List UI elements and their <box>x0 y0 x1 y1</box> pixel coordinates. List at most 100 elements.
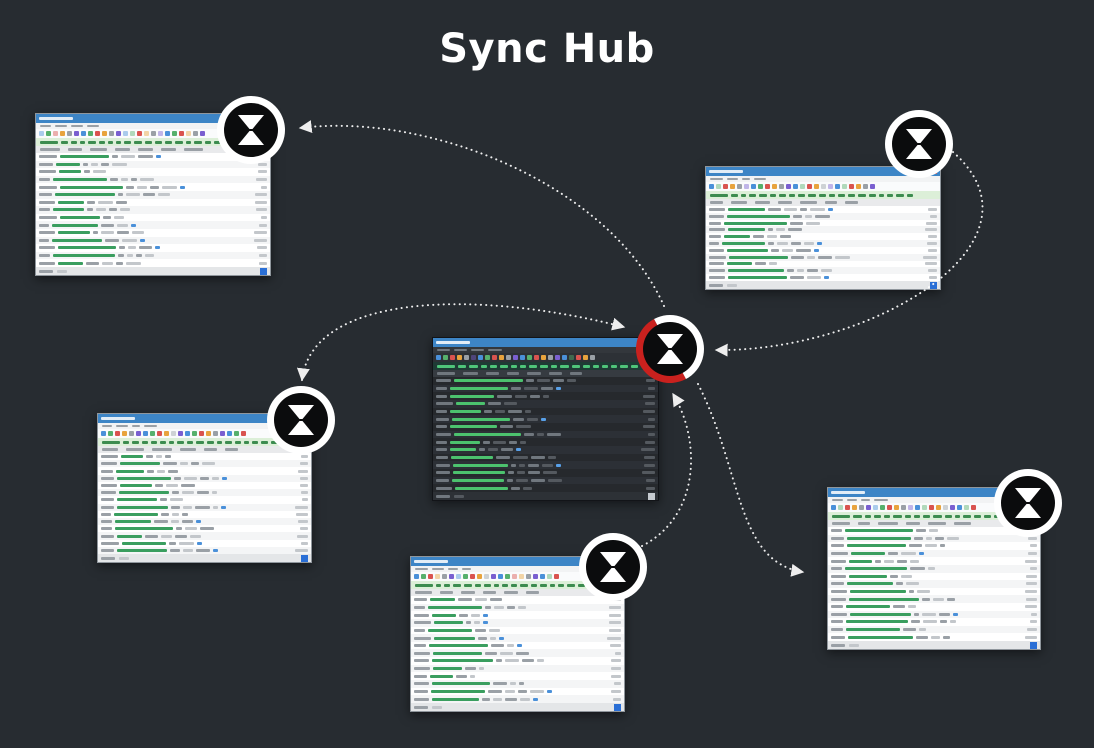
toolbar-icon <box>227 431 232 436</box>
text-bar <box>874 514 881 518</box>
text-bar <box>646 486 655 490</box>
text-bar <box>214 140 222 144</box>
text-bar <box>511 387 521 390</box>
text-bar <box>436 425 447 429</box>
menu-item <box>727 178 738 180</box>
text-bar <box>1027 628 1037 632</box>
text-bar <box>831 612 847 616</box>
text-bar <box>177 440 184 444</box>
menu-item <box>488 349 502 351</box>
filter-banner <box>411 581 624 589</box>
file-row <box>828 595 1040 603</box>
toolbar-icon <box>39 131 44 136</box>
text-bar <box>776 228 785 232</box>
file-row <box>36 175 270 184</box>
text-bar <box>256 178 267 182</box>
text-bar <box>180 462 188 466</box>
toolbar-icon <box>485 355 490 360</box>
text-bar <box>454 494 464 498</box>
text-bar <box>1025 559 1037 563</box>
text-bar <box>907 193 913 197</box>
file-row <box>36 160 270 169</box>
toolbar-icon <box>95 131 100 136</box>
text-bar <box>256 208 267 212</box>
text-bar <box>221 505 226 509</box>
text-bar <box>523 486 532 490</box>
text-bar <box>298 520 308 524</box>
text-bar <box>1026 574 1037 578</box>
toolbar-icon <box>793 184 798 189</box>
titlebar <box>433 338 658 347</box>
text-bar <box>610 644 621 648</box>
text-bar <box>257 246 267 250</box>
toolbar-icon <box>828 184 833 189</box>
text-bar <box>191 462 199 466</box>
text-bar <box>831 582 844 586</box>
text-bar <box>136 254 142 258</box>
toolbar-icon <box>541 355 546 360</box>
text-bar <box>607 636 621 640</box>
toolbar-icon <box>964 505 969 510</box>
file-row <box>36 199 270 207</box>
text-bar <box>217 440 222 444</box>
text-bar <box>777 241 788 245</box>
text-bar <box>520 364 526 368</box>
toolbar-icon <box>171 431 176 436</box>
toolbar-icon <box>957 505 962 510</box>
text-bar <box>483 591 496 594</box>
toolbar-icon <box>492 355 497 360</box>
text-bar <box>528 471 540 475</box>
text-bar <box>112 155 118 159</box>
text-bar <box>295 548 308 552</box>
file-row <box>98 474 311 482</box>
text-bar <box>52 223 98 227</box>
text-bar <box>444 583 450 587</box>
text-bar <box>259 155 267 159</box>
text-bar <box>68 148 82 151</box>
toolbar-icon <box>122 431 127 436</box>
text-bar <box>727 283 737 287</box>
text-bar <box>537 659 544 663</box>
text-bar <box>791 241 801 245</box>
text-bar <box>452 479 504 483</box>
toolbar-icon <box>498 574 503 579</box>
text-bar <box>831 590 847 594</box>
toolbar-icon <box>908 505 913 510</box>
text-bar <box>39 155 57 159</box>
menu-bar <box>411 566 624 572</box>
text-bar <box>831 605 843 609</box>
text-bar <box>261 185 267 189</box>
text-bar <box>225 440 232 444</box>
toolbar-icon <box>220 431 225 436</box>
text-bar <box>185 527 197 531</box>
text-bar <box>258 170 267 174</box>
toolbar-icon <box>172 131 177 136</box>
text-bar <box>117 223 128 227</box>
file-row <box>98 496 311 503</box>
text-bar <box>759 193 767 197</box>
menu-item <box>71 125 84 127</box>
minimize-icon <box>292 416 296 421</box>
text-bar <box>414 667 430 671</box>
file-row <box>411 680 624 688</box>
text-bar <box>496 456 510 460</box>
text-bar <box>471 613 480 617</box>
text-bar <box>537 433 544 437</box>
text-bar <box>160 440 166 444</box>
text-bar <box>146 455 153 459</box>
text-bar <box>225 448 238 451</box>
text-bar <box>925 228 937 232</box>
text-bar <box>117 534 142 538</box>
text-bar <box>560 364 569 368</box>
text-bar <box>458 598 472 602</box>
text-bar <box>611 667 621 671</box>
file-row <box>828 573 1040 581</box>
file-row <box>828 564 1040 573</box>
text-bar <box>484 410 492 414</box>
sync-edge-hub-to-top-left <box>298 120 665 307</box>
text-bar <box>87 200 95 204</box>
text-bar <box>139 246 152 250</box>
text-bar <box>709 255 726 259</box>
x-hourglass-icon <box>906 129 932 159</box>
text-bar <box>195 505 210 509</box>
